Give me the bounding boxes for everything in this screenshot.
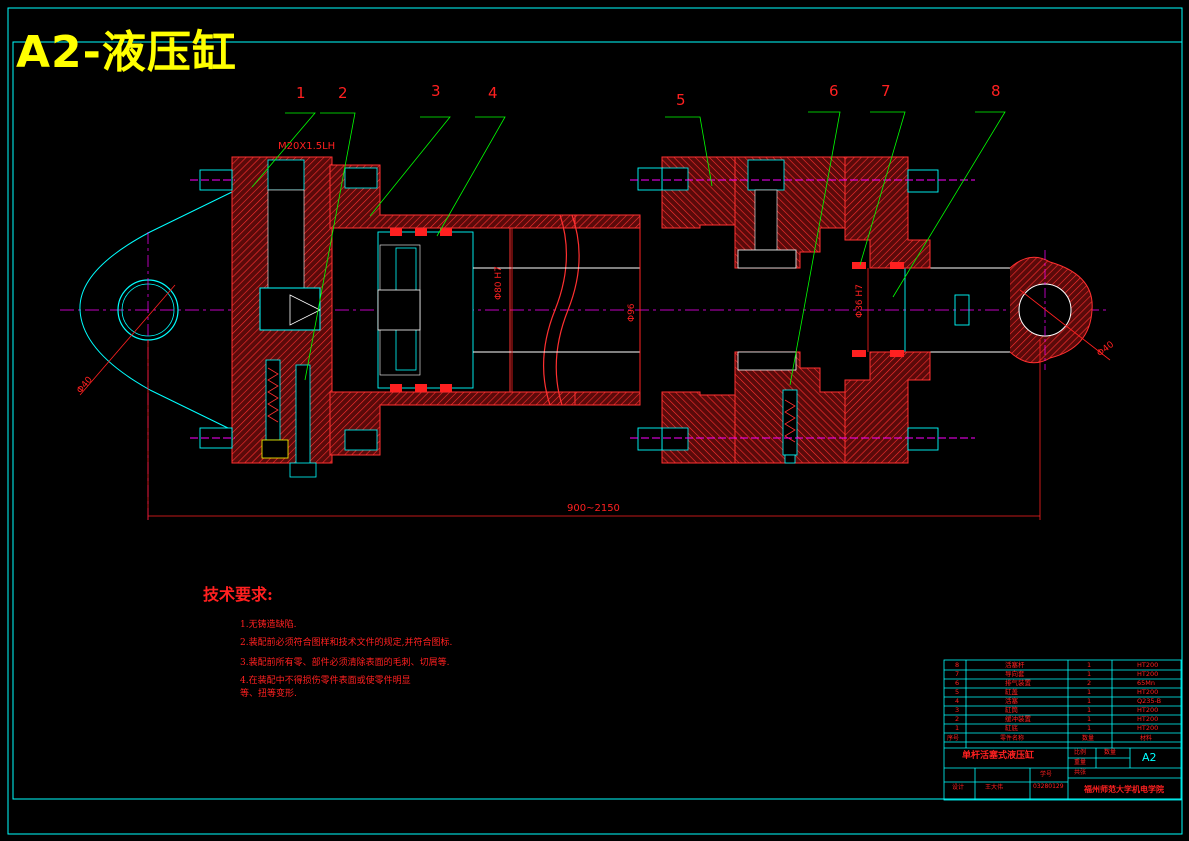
part-no: 2 (955, 715, 960, 723)
drawing-title: A2-液压缸 (16, 27, 237, 78)
drawing-size: A2 (1142, 751, 1157, 764)
guide-sleeve (844, 156, 931, 464)
student-no-label: 学号 (1040, 771, 1053, 778)
part-material: HT200 (1137, 706, 1159, 714)
drawing-name: 单杆活塞式液压缸 (962, 751, 1035, 761)
internal-dimensions (511, 228, 869, 392)
part-material: HT200 (1137, 715, 1159, 723)
part-no: 8 (955, 661, 960, 669)
inner-frame (12, 41, 1183, 800)
tech-item-1: 1.无铸造缺陷. (240, 620, 297, 630)
part-material: HT200 (1137, 670, 1159, 678)
part-material: HT200 (1137, 724, 1159, 732)
piston (377, 228, 474, 392)
part-qty: 1 (1087, 697, 1092, 705)
designer-label: 设计 (952, 784, 965, 791)
tech-requirements-heading: 技术要求: (203, 585, 273, 604)
part-no: 7 (955, 670, 960, 678)
part-no: 1 (955, 724, 960, 732)
part-no: 5 (955, 688, 960, 696)
callout-4: 4 (488, 84, 498, 102)
part-no: 6 (955, 679, 960, 687)
part-name: 排气装置 (1005, 679, 1031, 687)
tech-item-4: 4.在装配中不得损伤零件表面或使零件明显 (240, 676, 411, 686)
header-qty: 数量 (1082, 735, 1095, 742)
part-name: 缸筒 (1005, 706, 1018, 714)
part-no: 4 (955, 697, 960, 705)
qty-label: 数量 (1104, 749, 1117, 756)
cylinder-head (661, 156, 846, 464)
school-name: 福州师范大学机电学院 (1084, 785, 1164, 794)
dim-stroke: 900~2150 (567, 503, 620, 514)
part-name: 缸盖 (1005, 688, 1018, 696)
part-name: 缸底 (1005, 724, 1018, 732)
header-name: 零件名称 (1000, 735, 1025, 742)
tech-item-2: 2.装配前必须符合图样和技术文件的规定,并符合图标. (240, 638, 453, 648)
dim-thread: M20X1.5LH (278, 141, 336, 152)
tech-item-5: 等、扭等变形. (240, 689, 297, 699)
weight-label: 重量 (1074, 759, 1087, 766)
leader-lines (251, 111, 1006, 386)
dim-96: Φ96 (627, 303, 637, 322)
callout-1: 1 (296, 84, 306, 102)
part-qty: 1 (1087, 670, 1092, 678)
part-qty: 1 (1087, 715, 1092, 723)
part-qty: 1 (1087, 706, 1092, 714)
callout-7: 7 (881, 82, 891, 100)
title-block (943, 659, 1182, 801)
part-material: Q235-B (1137, 697, 1162, 705)
cylinder-base (231, 156, 333, 478)
callout-3: 3 (431, 82, 441, 100)
scale-label: 比例 (1074, 749, 1087, 756)
cylinder-barrel (329, 164, 641, 456)
part-no: 3 (955, 706, 960, 714)
designer: 王大伟 (985, 784, 1004, 791)
part-name: 活塞 (1005, 697, 1018, 705)
right-nuts (630, 167, 975, 451)
right-rod-eye (1009, 250, 1111, 370)
header-material: 材料 (1140, 735, 1153, 742)
student-no: 03280129 (1033, 783, 1064, 790)
left-clevis (79, 191, 233, 520)
tech-item-3: 3.装配前所有零、部件必须清除表面的毛刺、切屑等. (240, 658, 450, 668)
break-line-2 (555, 214, 580, 406)
header-no: 序号 (947, 735, 960, 742)
sheet-label: 共张 (1074, 769, 1087, 776)
callout-6: 6 (829, 82, 839, 100)
stroke-dimension (147, 340, 1041, 520)
callout-2: 2 (338, 84, 348, 102)
part-name: 缓冲装置 (1005, 715, 1031, 723)
dim-bore: Φ80 H7 (494, 266, 504, 300)
part-material: HT200 (1137, 688, 1159, 696)
break-line (543, 214, 567, 406)
callout-8: 8 (991, 82, 1001, 100)
part-name: 导向套 (1005, 670, 1025, 678)
part-material: 65Mn (1137, 679, 1155, 687)
dim-rod: Φ36 H7 (855, 284, 865, 318)
left-nuts (190, 169, 235, 449)
part-material: HT200 (1137, 661, 1159, 669)
part-name: 活塞杆 (1005, 661, 1025, 669)
part-qty: 1 (1087, 661, 1092, 669)
part-qty: 1 (1087, 724, 1092, 732)
callout-5: 5 (676, 91, 686, 109)
part-qty: 2 (1087, 679, 1092, 687)
part-qty: 1 (1087, 688, 1092, 696)
